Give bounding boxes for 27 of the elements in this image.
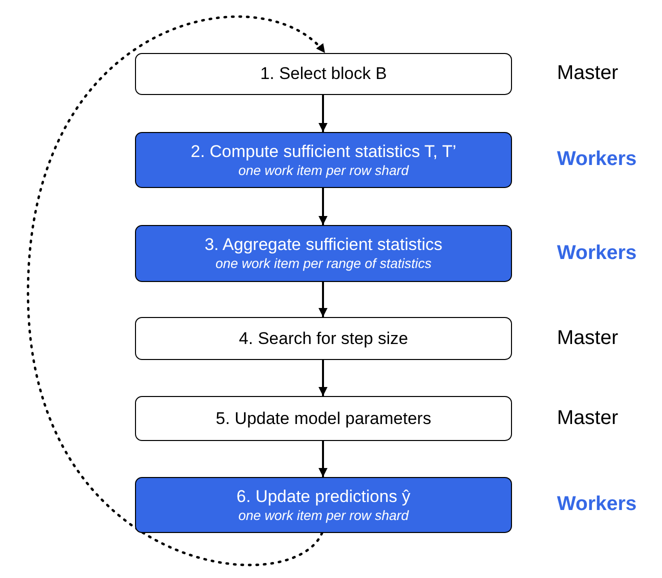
role-label: Master: [557, 62, 618, 85]
process-box: [135, 396, 512, 441]
dotted-loop-arrow: [26, 16, 326, 566]
role-label: Workers: [557, 493, 637, 516]
process-box: [135, 53, 512, 95]
step-title: 4. Search for step size: [238, 328, 408, 348]
role-label: Master: [557, 326, 618, 350]
arrow: [318, 95, 328, 132]
arrow: [318, 360, 328, 396]
role-label: Master: [557, 406, 618, 430]
role-label: Workers: [557, 242, 637, 264]
role-label: Workers: [557, 148, 637, 171]
step-note: one work item per row shard: [238, 506, 409, 524]
step-note: one work item per row shard: [238, 162, 409, 178]
process-box: [135, 477, 512, 533]
process-box: [135, 317, 512, 360]
process-box: [135, 225, 512, 282]
arrow: [318, 282, 328, 317]
step-title: 5. Update model parameters: [216, 408, 432, 428]
process-box: [135, 132, 512, 188]
step-title: 2. Compute sufficient statistics T, T’: [190, 142, 456, 162]
step-note: one work item per range of statistics: [215, 255, 432, 272]
step-title: 6. Update predictions ŷ: [236, 486, 410, 506]
step-title: 1. Select block B: [260, 64, 387, 84]
arrow: [318, 441, 328, 477]
arrow: [318, 188, 328, 225]
step-title: 3. Aggregate sufficient statistics: [204, 235, 442, 255]
